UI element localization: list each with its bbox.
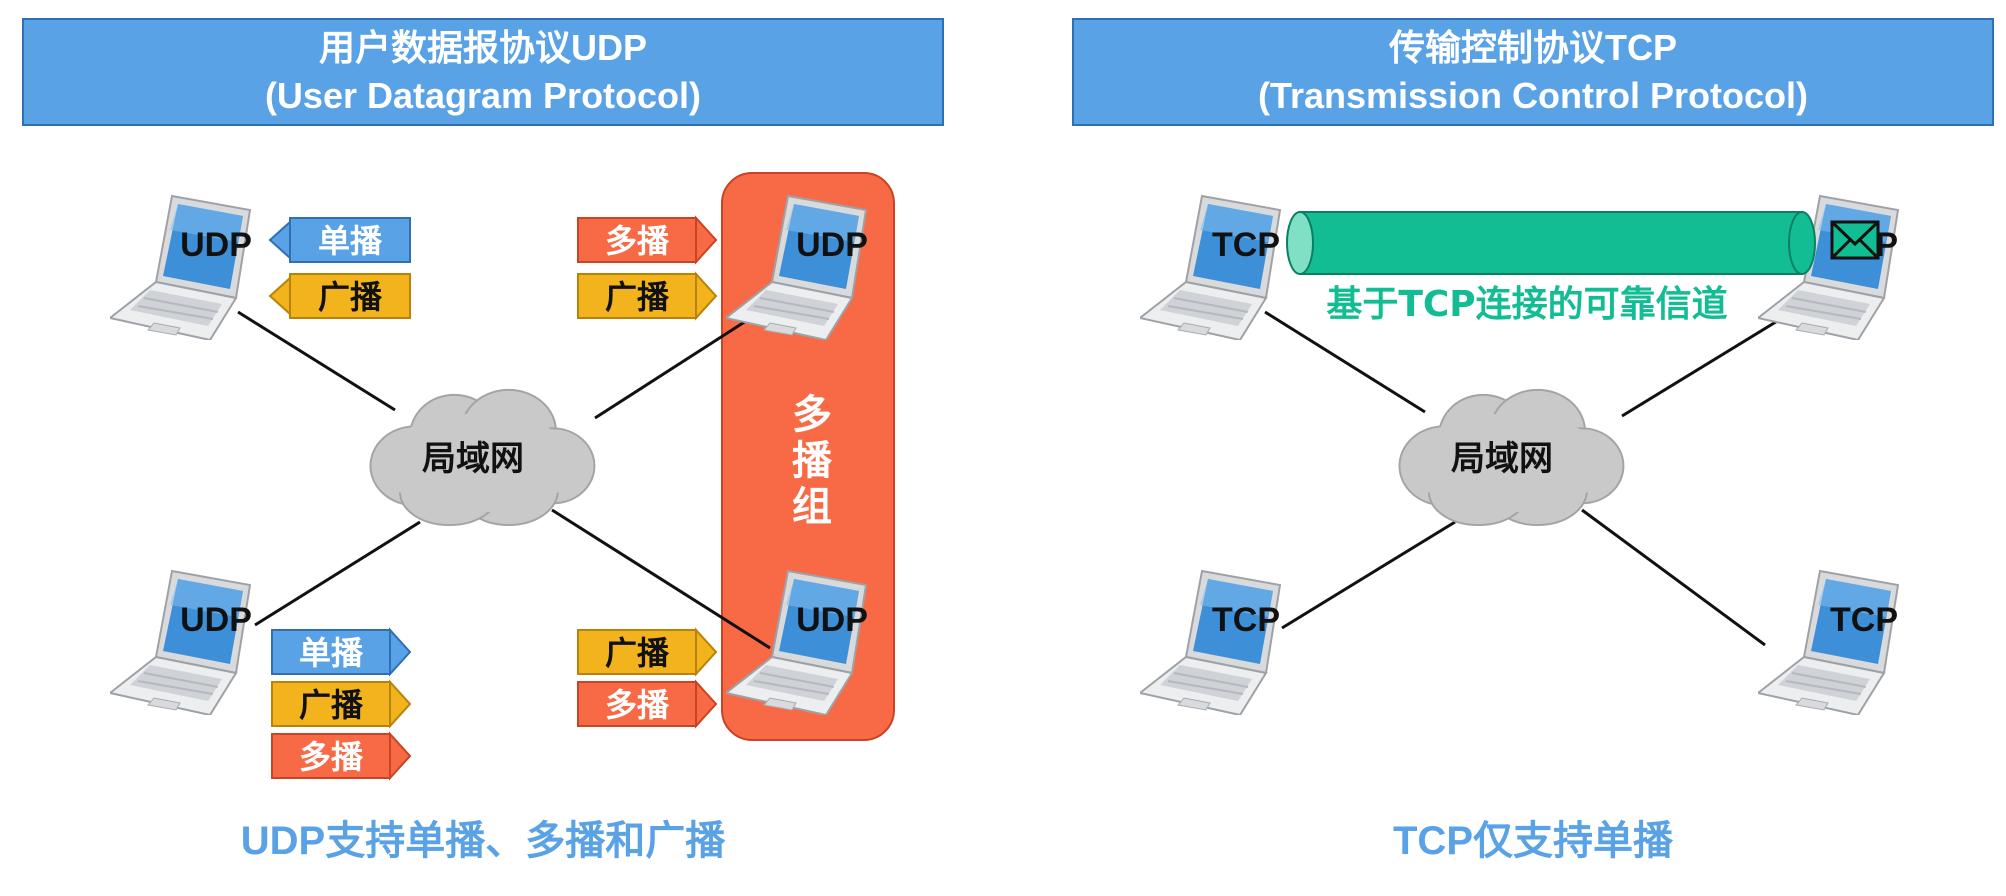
envelope-icon [1830,220,1880,260]
multicast-in-tag: 多播 [577,215,718,265]
tcp-caption: TCP仅支持单播 [1393,819,1673,863]
broadcast-label: 广播 [299,686,364,724]
udp-lan-label: 局域网 [422,439,524,479]
udp-host-bottom-right[interactable]: UDP [726,570,868,715]
unicast-out-tag: 单播 [271,627,412,677]
tcp-lan-label: 局域网 [1451,439,1553,479]
multicast-label: 多播 [605,686,670,724]
multicast-group-label-1: 多 [792,392,832,438]
multicast-label: 多播 [605,222,670,260]
tcp-header: 传输控制协议TCP (Transmission Control Protocol… [1072,18,1994,126]
broadcast-label: 广播 [318,278,383,316]
multicast-out-tag: 多播 [271,731,412,781]
host-label: UDP [796,226,868,264]
udp-host-top-right[interactable]: UDP [726,195,868,340]
broadcast-out-tag: 广播 [271,679,412,729]
tcp-host-top-left[interactable]: TCP [1140,195,1281,340]
broadcast-in-tag-2: 广播 [577,271,718,321]
host-label: UDP [180,226,252,264]
unicast-label: 单播 [299,634,364,672]
tcp-channel-label: 基于TCP连接的可靠信道 [1326,284,1727,325]
broadcast-in-tag: 广播 [268,273,411,319]
broadcast-in-tag-3: 广播 [577,627,718,677]
udp-host-bottom-left[interactable]: UDP [110,570,252,715]
unicast-in-tag: 单播 [268,217,411,263]
multicast-group-label-3: 组 [792,484,832,530]
tcp-host-bottom-right[interactable]: TCP [1758,570,1899,715]
host-label: TCP [1212,601,1280,639]
laptop-icon [1140,570,1281,715]
udp-header-subtitle: (User Datagram Protocol) [264,75,702,116]
udp-header-title: 用户数据报协议UDP [318,27,647,68]
tcp-header-title: 传输控制协议TCP [1388,27,1677,68]
multicast-label: 多播 [299,738,364,776]
tcp-host-bottom-left[interactable]: TCP [1140,570,1281,715]
host-label: UDP [796,601,868,639]
host-label: TCP [1830,601,1898,639]
tcp-links [1264,310,1793,647]
udp-caption: UDP支持单播、多播和广播 [240,819,726,863]
udp-header: 用户数据报协议UDP (User Datagram Protocol) [22,18,944,126]
udp-host-top-left[interactable]: UDP [110,195,252,340]
laptop-icon [1758,570,1899,715]
broadcast-label: 广播 [605,278,670,316]
laptop-icon [1140,195,1281,340]
laptop-icon [110,195,251,340]
unicast-label: 单播 [318,222,383,260]
udp-links [237,310,771,650]
host-label: UDP [180,601,252,639]
broadcast-label: 广播 [605,634,670,672]
multicast-group-label-2: 播 [792,438,833,484]
tcp-channel-pipe [1286,211,1816,275]
tcp-header-subtitle: (Transmission Control Protocol) [1257,75,1809,116]
host-label: TCP [1212,226,1280,264]
laptop-icon [110,570,251,715]
multicast-in-tag-2: 多播 [577,679,718,729]
